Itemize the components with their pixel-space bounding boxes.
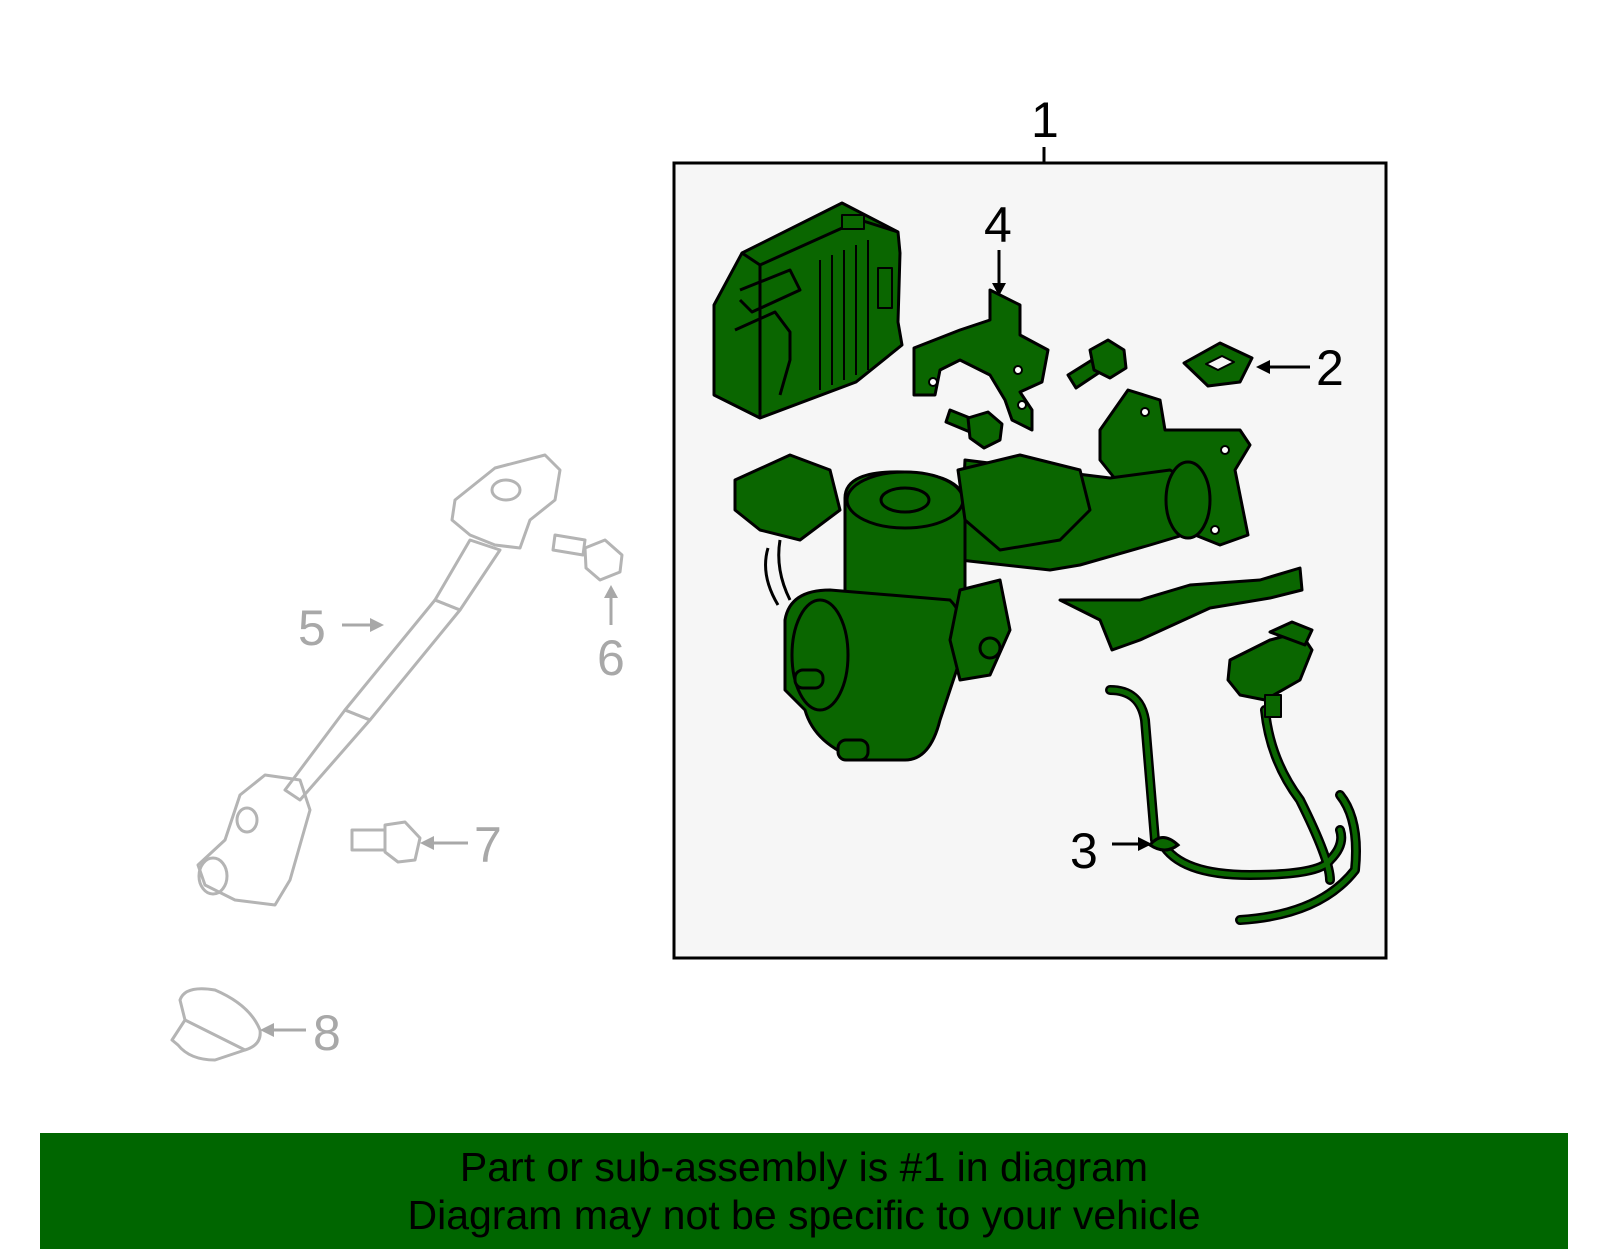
bracket-illustration xyxy=(912,288,1050,432)
boot-seal-illustration xyxy=(170,987,262,1062)
callout-5: 5 xyxy=(298,600,326,656)
leader-arrows-gray xyxy=(260,585,618,1037)
bolt-illustration-part7 xyxy=(350,820,422,864)
bolt-illustration-upper xyxy=(944,338,1128,450)
callout-4: 4 xyxy=(984,197,1012,253)
bolt-illustration-part6 xyxy=(551,533,624,582)
leader-arrows xyxy=(992,250,1310,851)
footer-banner: Part or sub-assembly is #1 in diagram Di… xyxy=(40,1133,1568,1249)
callout-8: 8 xyxy=(313,1005,341,1061)
wire-clamp-illustration xyxy=(1147,836,1181,852)
callout-6: 6 xyxy=(597,630,625,686)
harness-connector-illustration xyxy=(1226,620,1314,718)
steering-column-illustration xyxy=(733,388,1304,762)
callout-7: 7 xyxy=(474,817,502,873)
wiring-harness-fill xyxy=(1107,687,1359,923)
intermediate-shaft-illustration xyxy=(196,453,562,907)
footer-line-2: Diagram may not be specific to your vehi… xyxy=(407,1192,1201,1238)
control-module-illustration xyxy=(712,201,904,420)
callout-2: 2 xyxy=(1316,340,1344,396)
callout-3: 3 xyxy=(1070,823,1098,879)
footer-line-1: Part or sub-assembly is #1 in diagram xyxy=(459,1144,1149,1190)
callout-1: 1 xyxy=(1031,92,1059,148)
clip-illustration xyxy=(1182,341,1254,388)
